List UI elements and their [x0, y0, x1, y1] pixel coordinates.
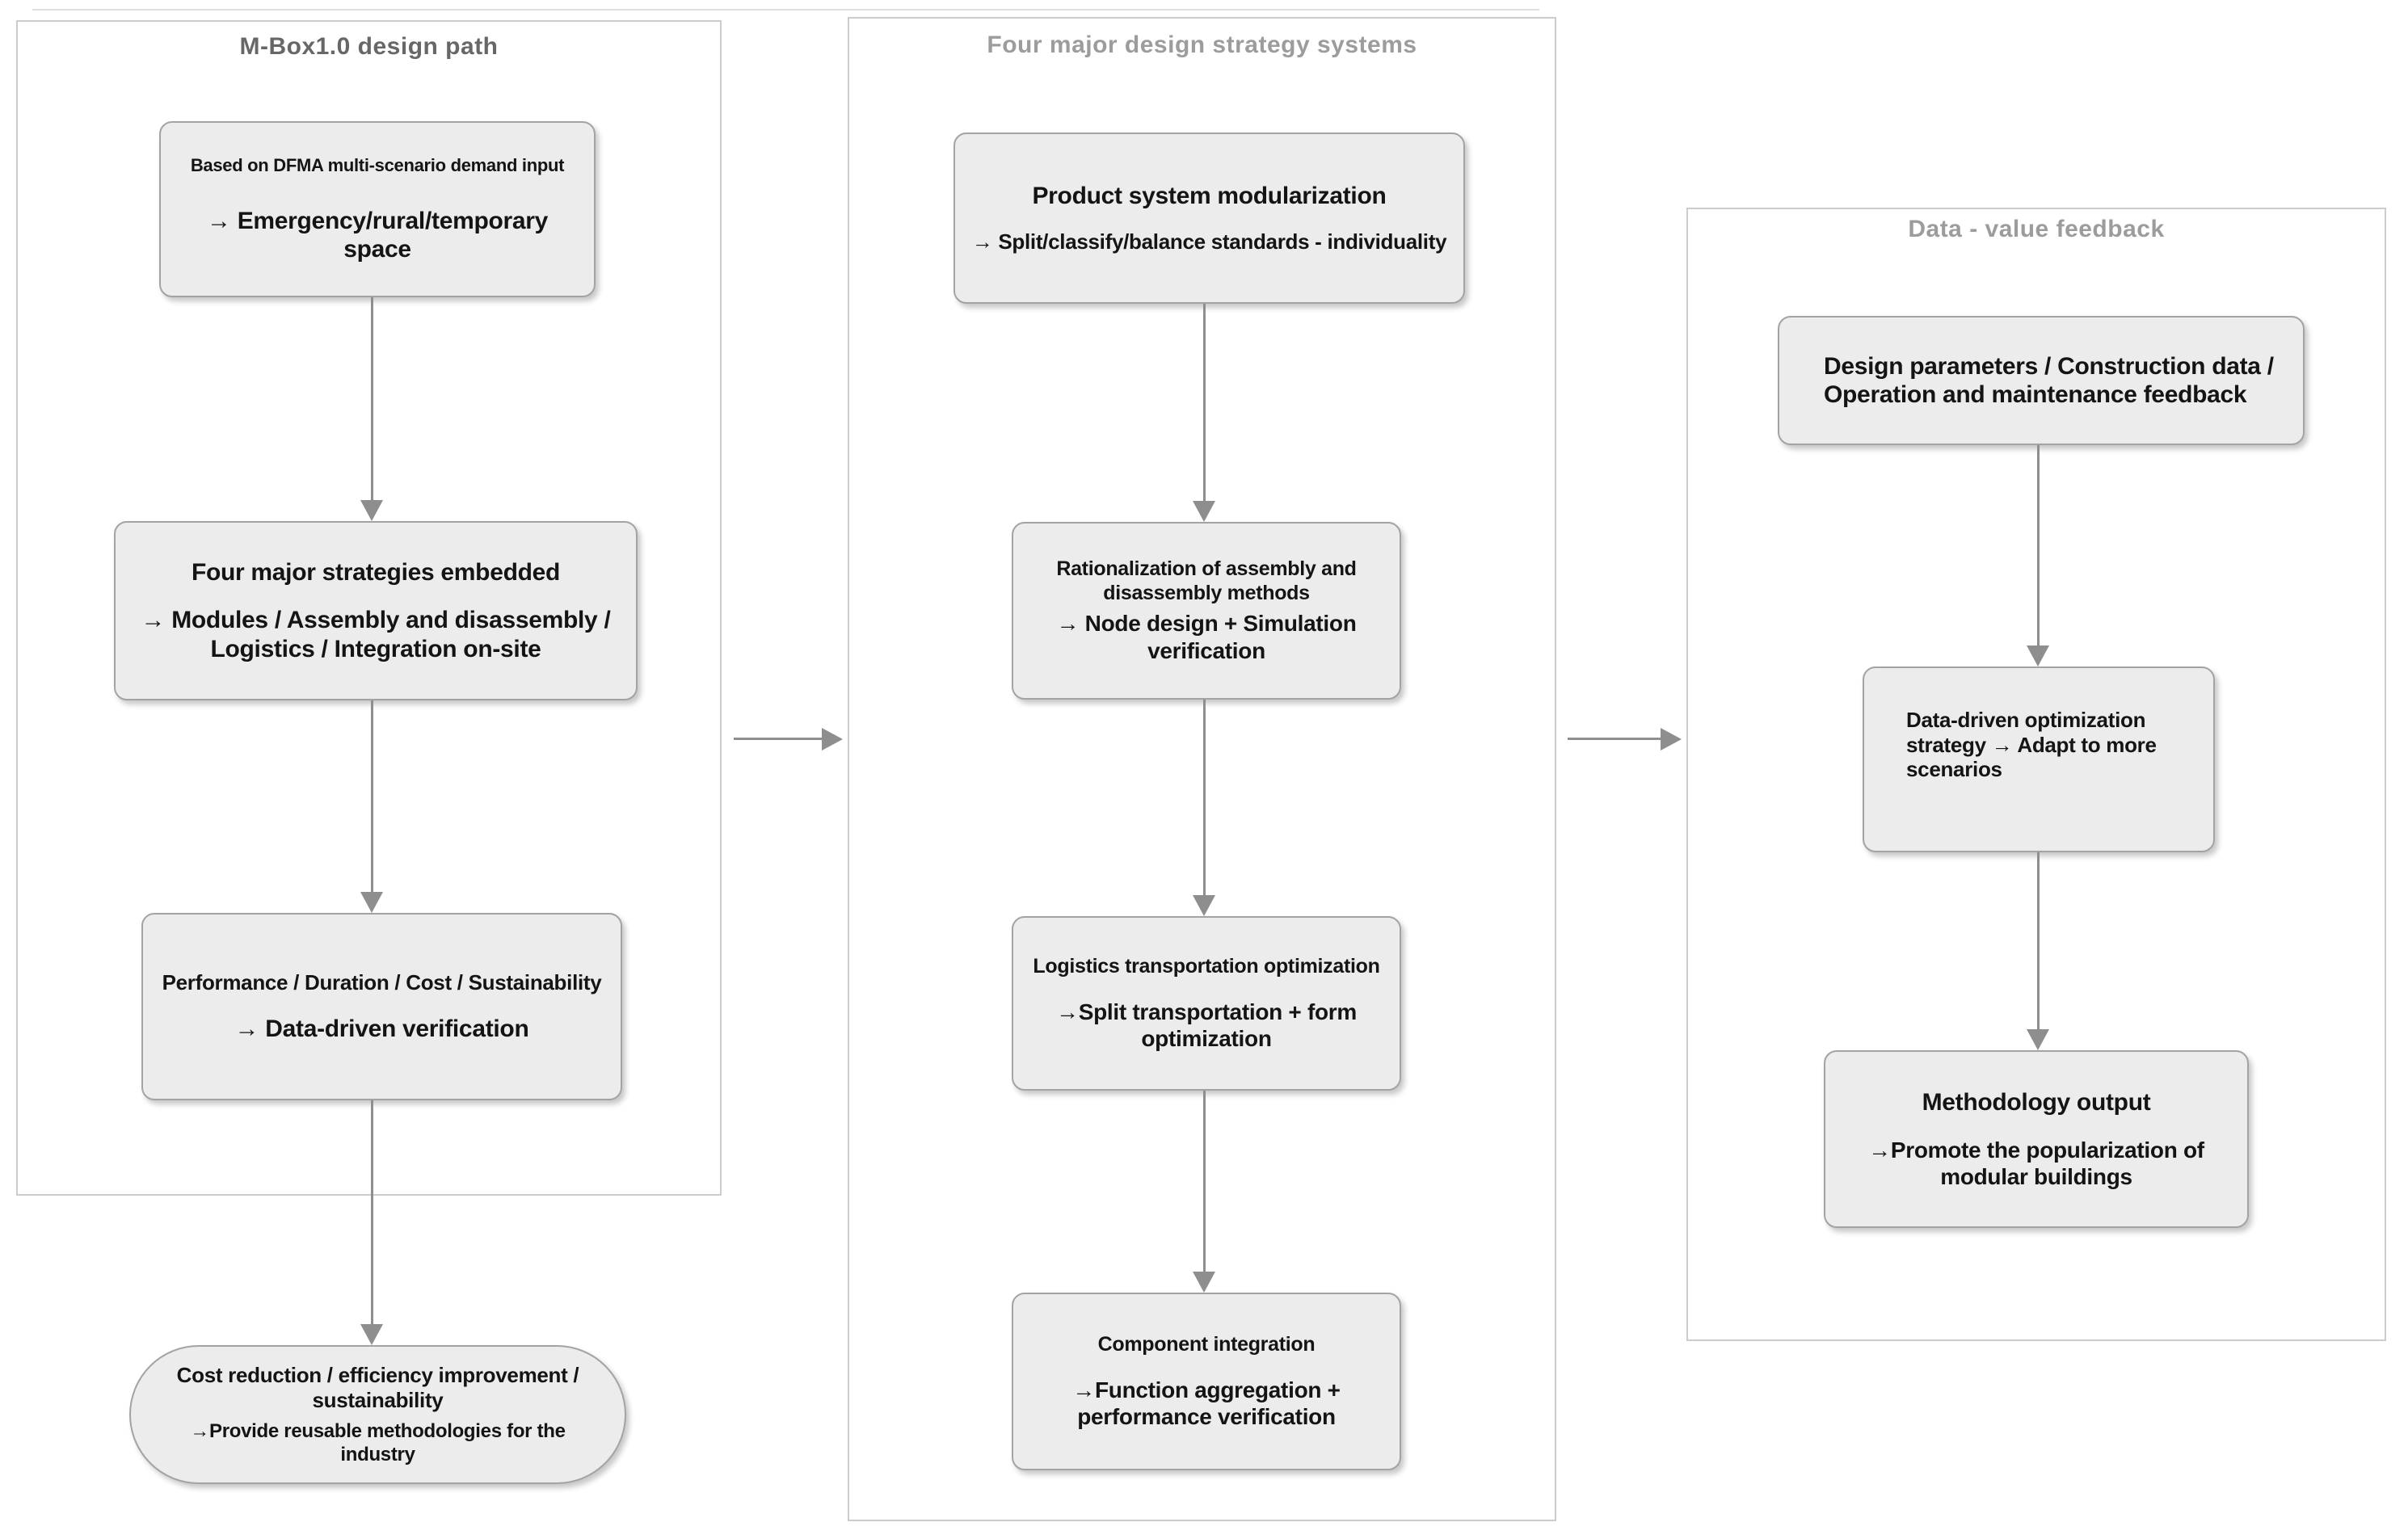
box-design-construction-feedback-text: Design parameters / Construction data / …	[1824, 352, 2274, 408]
box-demand-input: Based on DFMA multi-scenario demand inpu…	[159, 121, 596, 297]
box-performance-verification-heading: Performance / Duration / Cost / Sustaina…	[162, 969, 602, 994]
box-logistics-optimization-detail: →Split transportation + form optimizatio…	[1056, 999, 1357, 1051]
box-product-modularization-detail: → Split/classify/balance standards - ind…	[971, 229, 1447, 254]
box-data-driven-strategy: Data-driven optimization strategy → Adap…	[1863, 666, 2215, 852]
arrow-head-m1-m2	[1193, 501, 1215, 522]
column-title-mbox-design-path: M-Box1.0 design path	[239, 33, 499, 60]
box-demand-input-heading: Based on DFMA multi-scenario demand inpu…	[190, 154, 565, 175]
arrow-head-left-to-middle	[822, 728, 843, 751]
box-cost-reduction-detail: →Provide reusable methodologies for the …	[190, 1420, 566, 1465]
arrow-head-r1-r2	[2027, 645, 2049, 666]
box-assembly-rationalization-heading: Rationalization of assembly and disassem…	[1056, 557, 1357, 604]
box-cost-reduction-heading: Cost reduction / efficiency improvement …	[176, 1363, 579, 1412]
box-four-strategies-heading: Four major strategies embedded	[191, 558, 561, 586]
arrow-line-left-to-middle	[734, 738, 822, 740]
box-assembly-rationalization-detail: → Node design + Simulation verification	[1056, 611, 1357, 663]
arrow-line-m2-m3	[1203, 700, 1206, 895]
box-product-modularization-heading: Product system modularization	[1032, 182, 1387, 209]
arrow-head-m3-m4	[1193, 1272, 1215, 1293]
arrow-head-m2-m3	[1193, 895, 1215, 916]
figure-top-edge-line	[32, 9, 1539, 11]
arrow-head-l1-l2	[360, 500, 383, 521]
arrow-line-m1-m2	[1203, 304, 1206, 501]
box-cost-reduction-outcome: Cost reduction / efficiency improvement …	[129, 1345, 626, 1484]
arrow-head-l2-l3	[360, 892, 383, 913]
arrow-line-r1-r2	[2037, 445, 2040, 645]
arrow-head-l3-l4	[360, 1324, 383, 1345]
arrow-line-l1-l2	[371, 297, 373, 500]
box-component-integration-detail: →Function aggregation + performance veri…	[1072, 1377, 1341, 1429]
column-title-data-value-feedback: Data - value feedback	[1908, 216, 2165, 242]
arrow-line-middle-to-right	[1568, 738, 1661, 740]
box-design-construction-feedback: Design parameters / Construction data / …	[1778, 316, 2305, 445]
box-methodology-output-detail: →Promote the popularization of modular b…	[1868, 1137, 2204, 1189]
box-methodology-output: Methodology output →Promote the populari…	[1824, 1050, 2249, 1228]
box-demand-input-detail: → Emergency/rural/temporary space	[206, 207, 549, 263]
box-component-integration-heading: Component integration	[1097, 1333, 1316, 1356]
box-four-strategies-detail: → Modules / Assembly and disassembly / L…	[141, 607, 611, 662]
box-logistics-optimization-heading: Logistics transportation optimization	[1033, 955, 1380, 978]
box-data-driven-strategy-text: Data-driven optimization strategy → Adap…	[1906, 707, 2157, 782]
box-performance-verification-detail: → Data-driven verification	[234, 1015, 529, 1042]
arrow-line-l2-l3	[371, 700, 373, 892]
box-methodology-output-heading: Methodology output	[1922, 1089, 2151, 1116]
box-performance-verification: Performance / Duration / Cost / Sustaina…	[141, 913, 622, 1100]
arrow-line-m3-m4	[1203, 1091, 1206, 1272]
arrow-line-r2-r3	[2037, 852, 2040, 1029]
arrow-head-r2-r3	[2027, 1029, 2049, 1050]
column-title-design-strategy-systems: Four major design strategy systems	[987, 32, 1417, 58]
arrow-head-middle-to-right	[1661, 728, 1682, 751]
box-assembly-rationalization: Rationalization of assembly and disassem…	[1012, 522, 1401, 700]
box-product-modularization: Product system modularization → Split/cl…	[954, 132, 1465, 304]
box-four-strategies: Four major strategies embedded → Modules…	[114, 521, 638, 700]
box-component-integration: Component integration →Function aggregat…	[1012, 1293, 1401, 1470]
box-logistics-optimization: Logistics transportation optimization →S…	[1012, 916, 1401, 1091]
arrow-line-l3-l4	[371, 1100, 373, 1324]
